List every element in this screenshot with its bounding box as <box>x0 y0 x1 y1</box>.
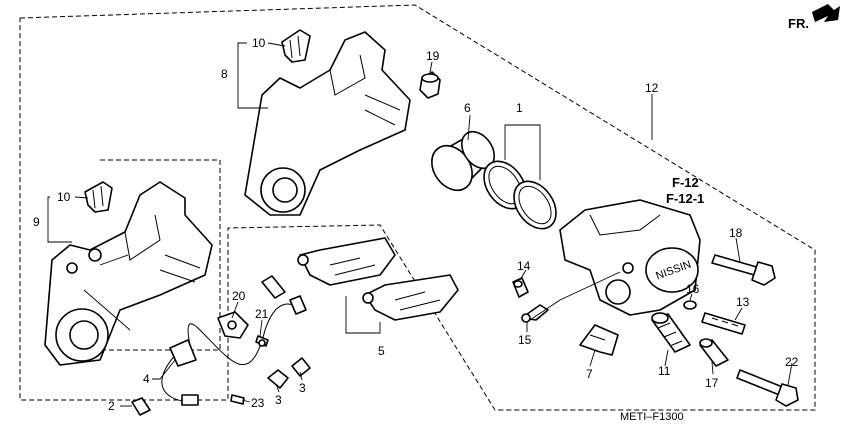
callout-13: 13 <box>736 295 750 309</box>
callout-2: 2 <box>108 399 115 413</box>
callout-16: 16 <box>686 282 700 296</box>
pad-retainer <box>579 324 619 356</box>
pad-spring-upper <box>281 29 311 63</box>
piston-seals <box>483 160 557 230</box>
bleeder-valve <box>512 277 529 298</box>
brake-pad-front <box>297 237 396 286</box>
callout-11: 11 <box>658 364 671 378</box>
sensor-connector <box>261 275 307 315</box>
caliper-piston <box>431 130 496 192</box>
callout-8: 8 <box>221 67 228 81</box>
callout-20: 20 <box>232 289 246 303</box>
callout-22: 22 <box>785 355 799 369</box>
reference-f12-1: F-12-1 <box>666 191 704 206</box>
callout-15: 15 <box>518 333 532 347</box>
callout-5: 5 <box>378 344 385 358</box>
callout-18: 18 <box>729 226 743 240</box>
callout-19: 19 <box>426 49 440 63</box>
caliper-body: NISSIN <box>559 199 701 316</box>
boundary-line-inner <box>100 159 221 351</box>
bolt-sensor <box>230 394 245 405</box>
callout-10-upper: 10 <box>252 36 266 50</box>
diagram-code: METI–F1300 <box>620 411 684 423</box>
callout-4: 4 <box>143 372 150 386</box>
pin-boot <box>651 312 691 353</box>
caliper-pin-bolt <box>711 254 776 286</box>
caliper-bracket-lower <box>44 181 213 366</box>
callout-6: 6 <box>464 101 471 115</box>
direction-label: FR. <box>788 16 809 31</box>
callout-7: 7 <box>586 367 593 381</box>
caliper-bracket-upper <box>244 31 411 216</box>
callout-12: 12 <box>645 81 659 95</box>
callout-3-a: 3 <box>275 393 282 407</box>
front-direction-arrow <box>812 4 840 22</box>
callout-21: 21 <box>255 307 269 321</box>
leader-lines <box>47 42 793 407</box>
callout-9: 9 <box>33 215 40 229</box>
washer <box>683 300 697 310</box>
speed-sensor-cable <box>161 303 301 406</box>
slide-pin <box>701 312 746 335</box>
bolt-small <box>255 335 269 347</box>
sensor-bracket <box>217 311 249 339</box>
callout-10-lower: 10 <box>57 190 71 204</box>
cable-clamp-a <box>267 369 289 389</box>
callout-23: 23 <box>251 396 265 410</box>
cable-clamp-b <box>291 357 311 377</box>
callout-3-b: 3 <box>299 381 306 395</box>
flange-bolt <box>736 369 799 407</box>
brake-pad-rear <box>362 274 459 321</box>
bleeder-cap <box>521 304 549 323</box>
callout-1: 1 <box>516 101 523 115</box>
callout-17: 17 <box>705 376 719 390</box>
reference-f12: F-12 <box>672 175 699 190</box>
pin-boot-small <box>699 338 729 367</box>
collar <box>419 71 441 99</box>
cable-clip <box>131 397 151 416</box>
callout-14: 14 <box>517 259 531 273</box>
pad-spring-lower <box>84 181 113 213</box>
